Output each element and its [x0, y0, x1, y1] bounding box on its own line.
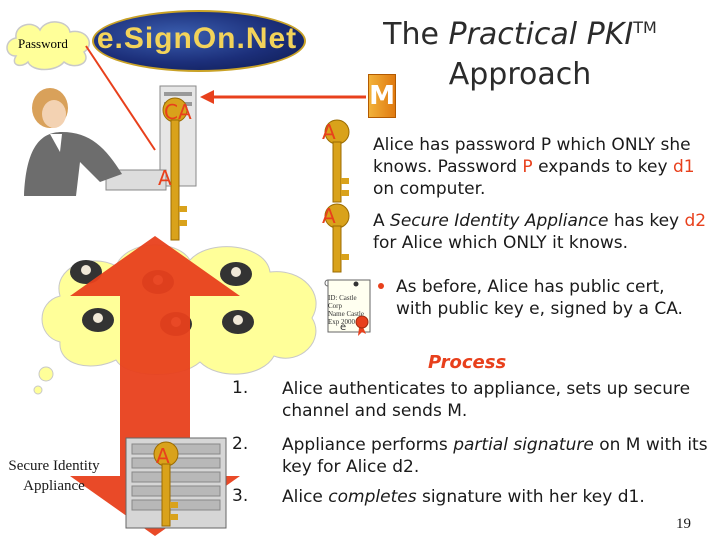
logo-text: e.SignOn.Net: [92, 22, 302, 56]
appliance-caption: Secure Identity Appliance: [6, 456, 102, 496]
page-number: 19: [676, 516, 691, 533]
step-text: Alice authenticates to appliance, sets u…: [282, 378, 702, 422]
message-m-icon: M: [368, 74, 396, 118]
small-cloud-bubbles: [30, 360, 70, 400]
ca-label: CA: [164, 100, 192, 124]
key-a-label-top: A: [322, 120, 336, 144]
paragraph-cert: As before, Alice has public cert, with p…: [396, 276, 696, 320]
paragraph-appliance: A Secure Identity Appliance has key d2 f…: [373, 210, 713, 254]
key-a-label-appliance: A: [156, 444, 170, 468]
certificate-e-label: e: [340, 322, 346, 333]
paragraph-password: Alice has password P which ONLY she know…: [373, 134, 713, 200]
step-text: Alice completes signature with her key d…: [282, 486, 712, 508]
process-heading: Process: [428, 352, 506, 373]
bullet-dot: [378, 283, 384, 289]
password-label: Password: [18, 36, 68, 52]
step-text: Appliance performs partial signature on …: [282, 434, 712, 478]
key-a-label-left: A: [158, 166, 172, 190]
key-a-label-mid: A: [322, 204, 336, 228]
